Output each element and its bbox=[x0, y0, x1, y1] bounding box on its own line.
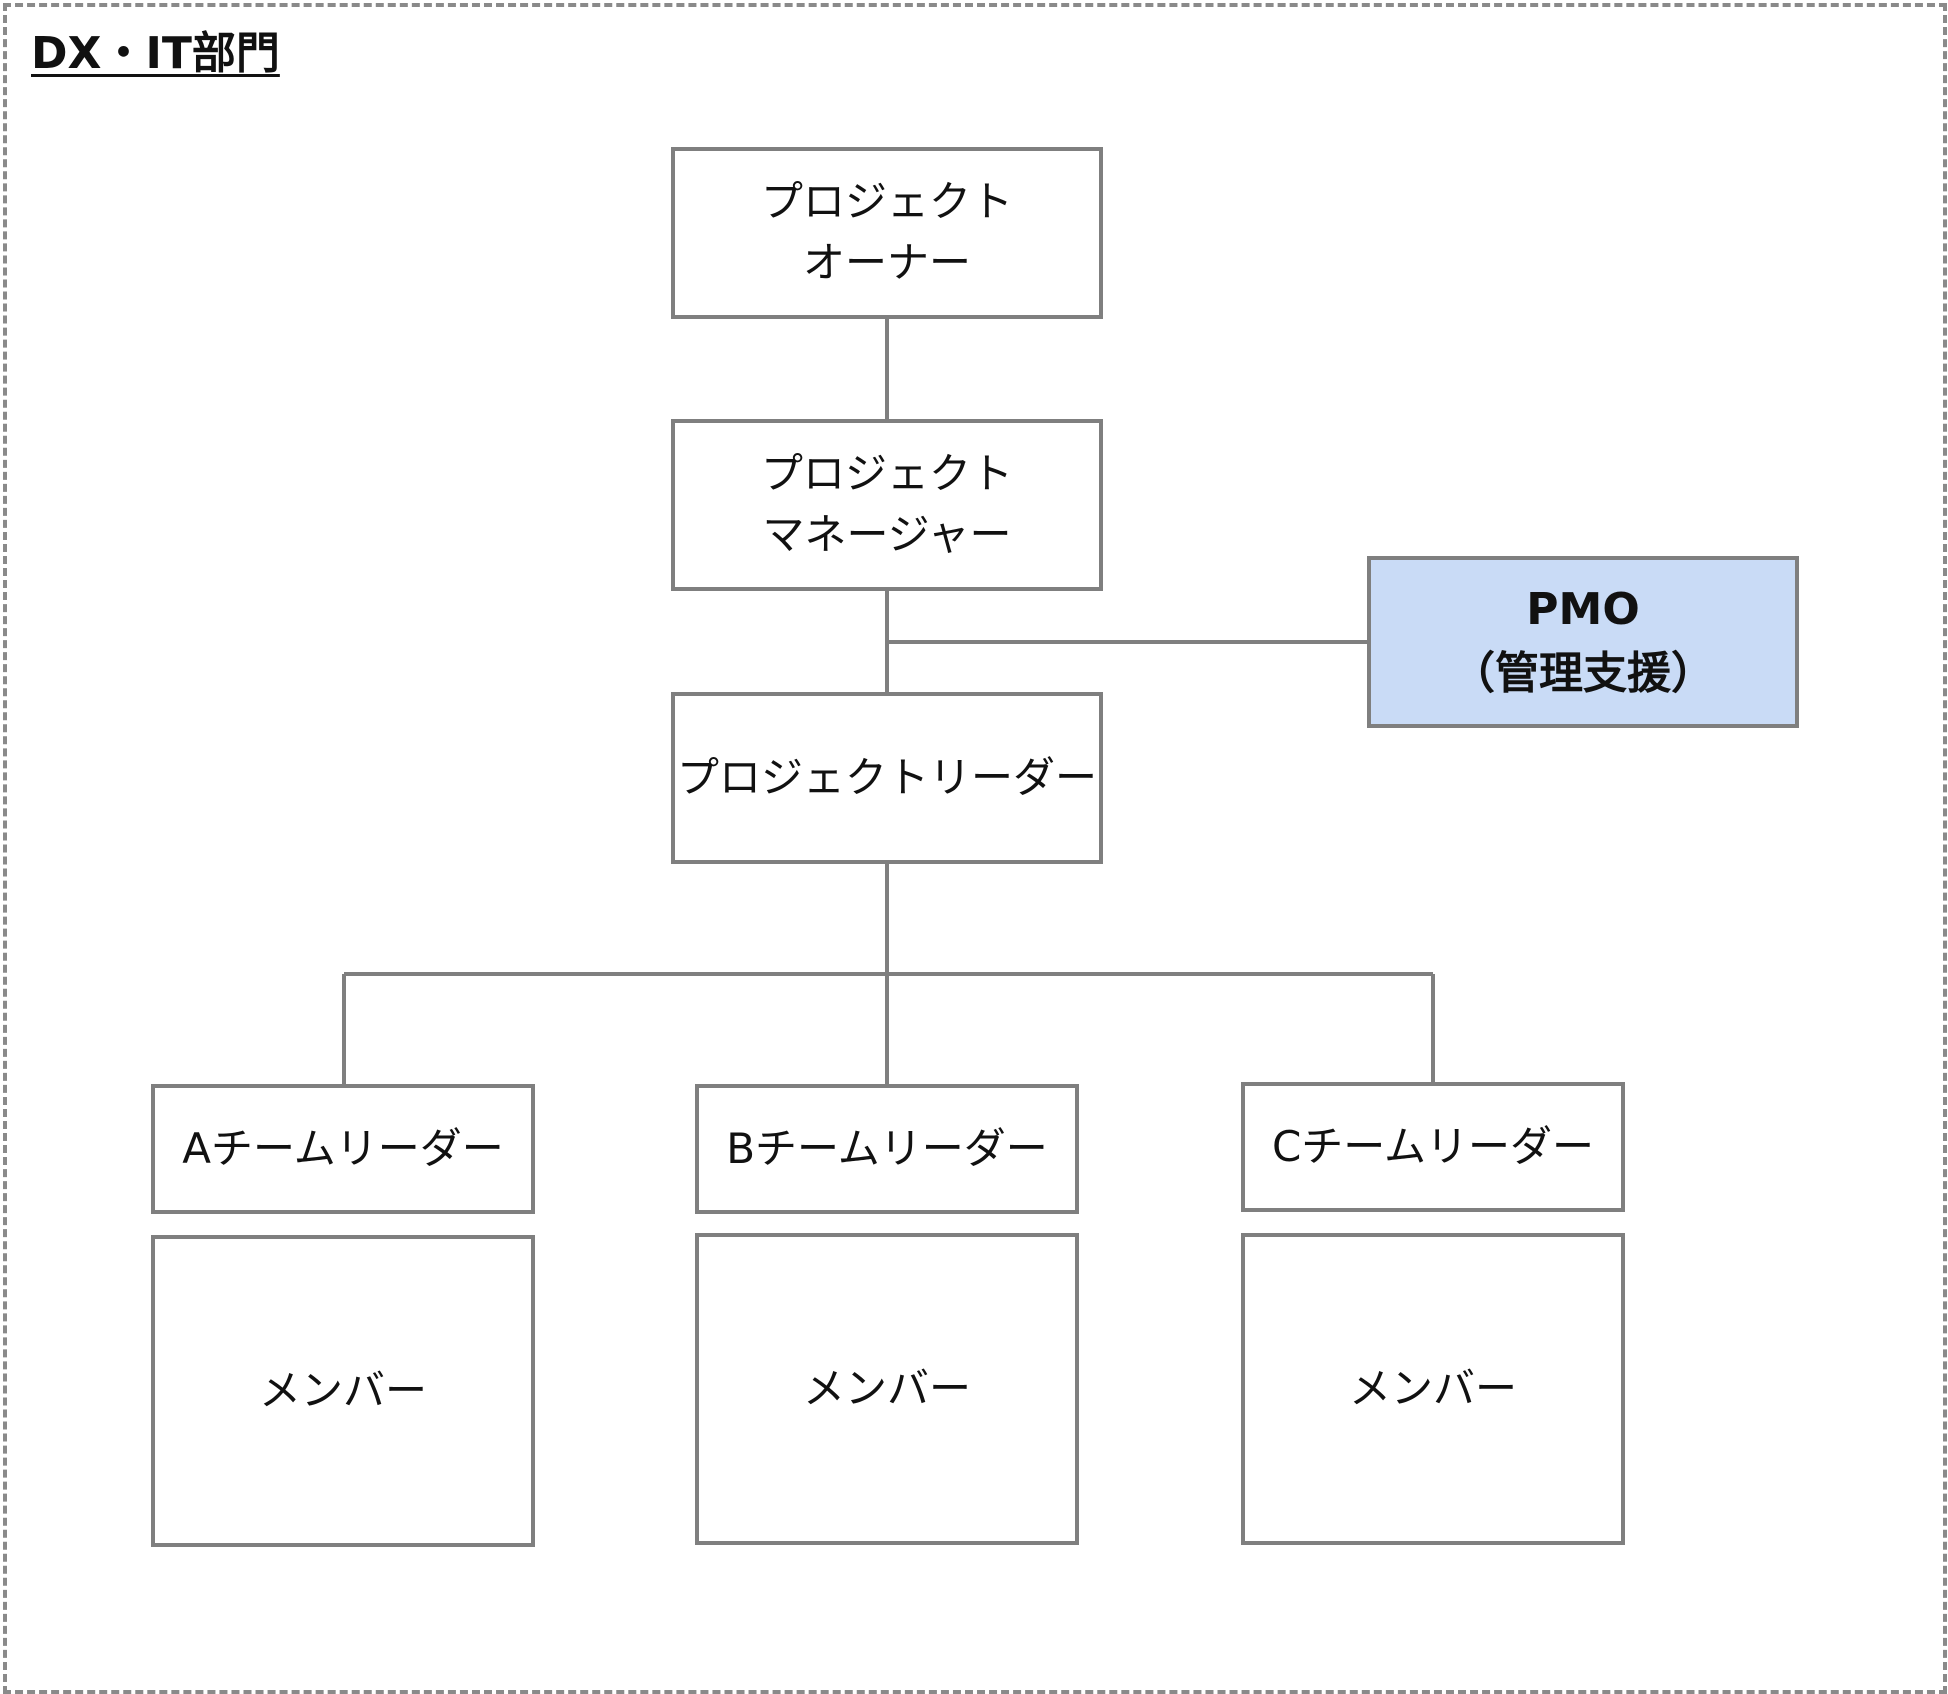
department-frame bbox=[3, 3, 1947, 1694]
team-a-leader-label: Aチームリーダー bbox=[182, 1123, 504, 1173]
team-c-leader-label: Cチームリーダー bbox=[1271, 1121, 1595, 1171]
team-b-members-box: メンバー bbox=[695, 1233, 1079, 1545]
team-c-members-box: メンバー bbox=[1241, 1233, 1625, 1545]
team-a-members-label: メンバー bbox=[258, 1365, 427, 1415]
team-b-members-label: メンバー bbox=[802, 1363, 971, 1413]
project-owner-line2: オーナー bbox=[802, 238, 971, 287]
team-a-members-box: メンバー bbox=[151, 1235, 535, 1547]
team-a-leader-box: Aチームリーダー bbox=[151, 1084, 535, 1214]
team-b-leader-label: Bチームリーダー bbox=[726, 1123, 1048, 1173]
project-owner-line1: プロジェクト bbox=[760, 177, 1013, 227]
pmo-line2: （管理支援） bbox=[1451, 648, 1715, 699]
department-title: DX・IT部門 bbox=[31, 28, 280, 79]
project-manager-line1: プロジェクト bbox=[760, 449, 1013, 499]
project-manager-line2: マネージャー bbox=[762, 510, 1012, 559]
team-b-leader-box: Bチームリーダー bbox=[695, 1084, 1079, 1214]
team-c-members-label: メンバー bbox=[1348, 1363, 1517, 1413]
pmo-line1: PMO bbox=[1526, 584, 1640, 636]
project-leader-box: プロジェクトリーダー bbox=[671, 692, 1103, 864]
team-c-leader-box: Cチームリーダー bbox=[1241, 1082, 1625, 1212]
pmo-box: PMO （管理支援） bbox=[1367, 556, 1799, 728]
project-leader-label: プロジェクトリーダー bbox=[676, 752, 1097, 802]
project-owner-box: プロジェクト オーナー bbox=[671, 147, 1103, 319]
project-manager-box: プロジェクト マネージャー bbox=[671, 419, 1103, 591]
